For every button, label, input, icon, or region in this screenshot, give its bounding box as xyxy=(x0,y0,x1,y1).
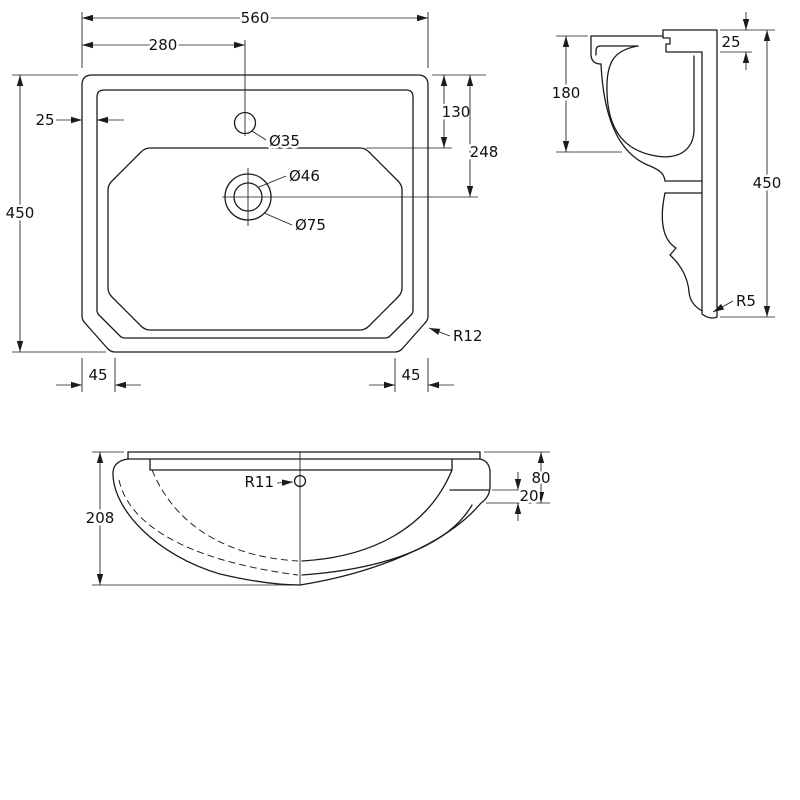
side-view: 25 180 450 R5 xyxy=(549,12,784,319)
dim-front-height: 208 xyxy=(86,509,115,527)
front-hidden-bowl-inner xyxy=(151,469,299,562)
plan-bowl-outline xyxy=(107,147,403,331)
dim-chamfer-left: 45 xyxy=(88,366,107,384)
dim-plan-depth: 450 xyxy=(6,204,35,222)
front-view: R11 208 80 20 xyxy=(83,451,553,586)
front-rim-lines xyxy=(127,451,481,471)
dim-top-to-bowl: 130 xyxy=(442,103,471,121)
drain-inner-leader xyxy=(258,175,287,188)
side-pedestal-front xyxy=(661,192,703,312)
side-back-panel xyxy=(662,29,718,319)
dim-top-to-drain: 248 xyxy=(470,143,499,161)
front-section-bowl-outer xyxy=(301,504,473,576)
drain-outer-leader xyxy=(263,212,293,226)
overflow-hole xyxy=(293,474,307,488)
front-hidden-bowl-outer xyxy=(118,479,299,576)
corner-radius-leader xyxy=(428,327,451,337)
dim-rim-thickness: 25 xyxy=(721,33,740,51)
front-right-outline xyxy=(299,451,491,586)
plan-view: 560 280 25 Ø35 130 248 Ø46 Ø75 450 R12 xyxy=(3,7,501,392)
dim-side-height: 450 xyxy=(753,174,782,192)
dim-rim-inset: 25 xyxy=(35,111,54,129)
dim-tap-offset: 280 xyxy=(149,36,178,54)
dim-drain-inner: Ø46 xyxy=(289,167,320,185)
dim-corner-radius: R12 xyxy=(453,327,483,345)
side-bowl-outer xyxy=(600,63,666,182)
side-rim-front xyxy=(590,35,602,65)
dim-base-radius: R5 xyxy=(736,292,756,310)
front-section-bowl-inner xyxy=(301,469,453,562)
dim-overflow-radius: R11 xyxy=(244,473,274,491)
side-rim-back xyxy=(662,29,703,53)
dim-bowl-depth: 180 xyxy=(552,84,581,102)
tap-dia-leader xyxy=(251,130,267,141)
dim-plan-width: 560 xyxy=(241,9,270,27)
side-bowl-inner xyxy=(606,45,695,158)
front-left-outline xyxy=(112,451,301,586)
plan-rim-inner-outline xyxy=(96,89,414,339)
overflow-radius-leader xyxy=(276,479,294,486)
side-deck-inner xyxy=(595,45,639,56)
dim-chamfer-right: 45 xyxy=(401,366,420,384)
dim-drain-outer: Ø75 xyxy=(295,216,326,234)
plan-outer-outline xyxy=(81,74,429,353)
side-overflow-channel xyxy=(664,180,703,194)
dim-lip-thickness: 20 xyxy=(519,487,538,505)
dim-rim-height: 80 xyxy=(531,469,550,487)
base-radius-leader xyxy=(712,300,734,313)
dim-tap-diameter: Ø35 xyxy=(269,132,300,150)
